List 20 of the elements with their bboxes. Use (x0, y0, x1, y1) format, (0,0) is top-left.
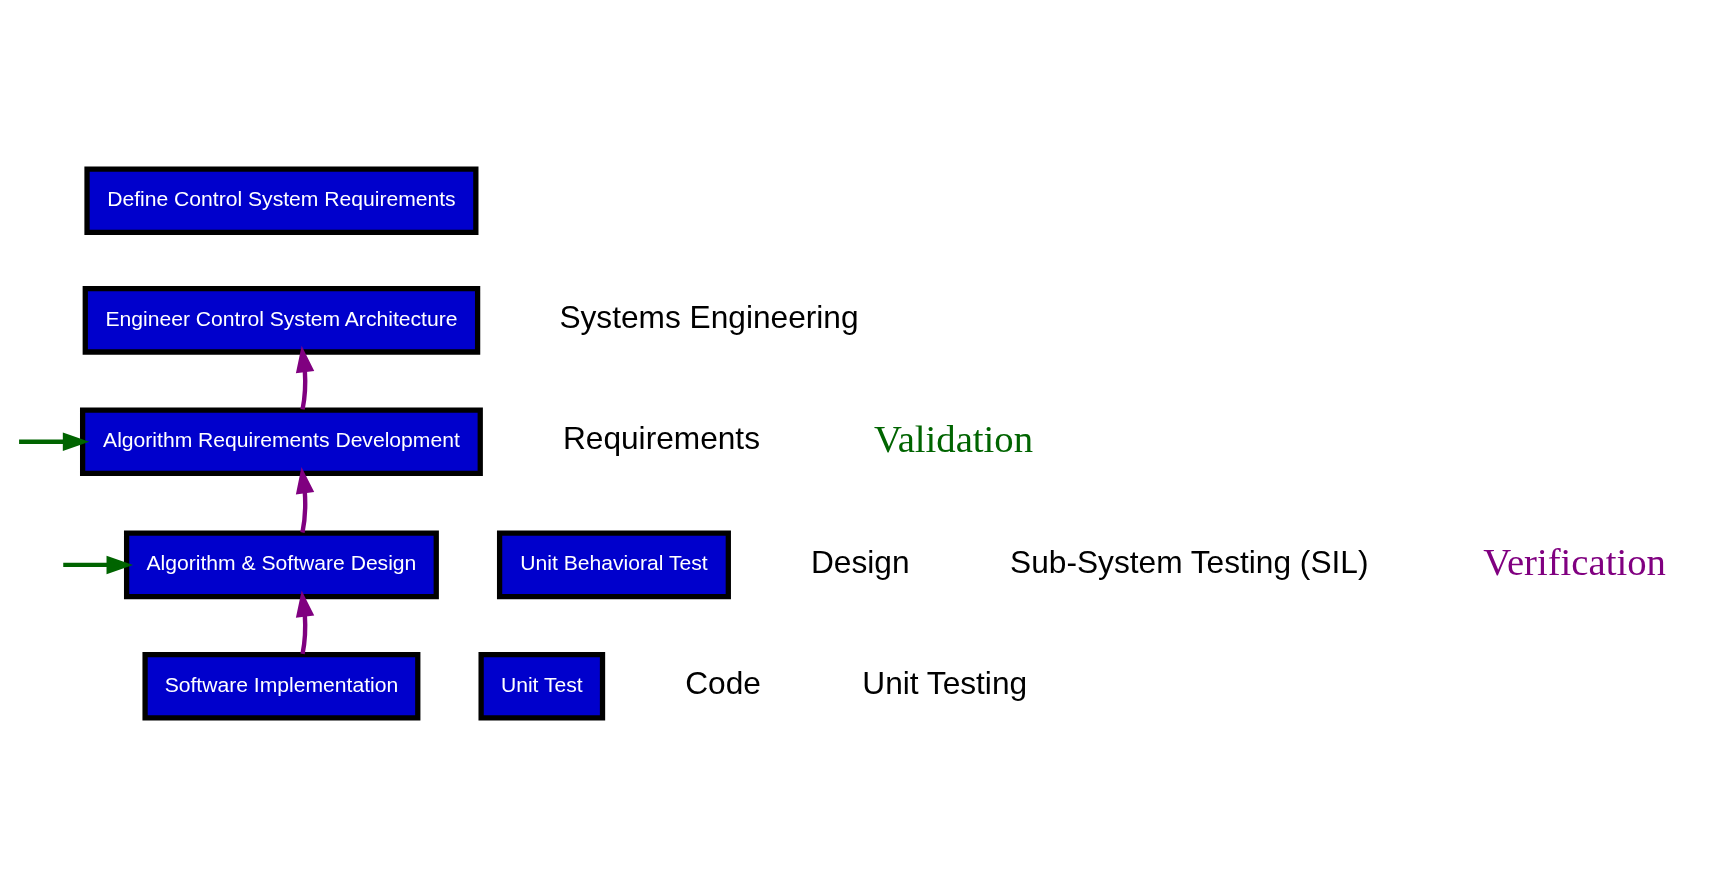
node-box: Engineer Control System Architecture (82, 286, 481, 355)
label: Design (811, 543, 910, 580)
label: Code (685, 665, 761, 702)
node-box: Unit Test (478, 652, 606, 721)
arrow (295, 590, 315, 655)
node-box: Software Implementation (142, 652, 421, 721)
node-box: Unit Behavioral Test (496, 530, 731, 600)
label: Systems Engineering (559, 299, 859, 336)
label: Unit Testing (862, 665, 1028, 702)
arrow (63, 555, 133, 575)
label: Verification (1483, 540, 1666, 583)
arrow (295, 345, 315, 410)
label: Validation (874, 417, 1034, 460)
node-box: Algorithm & Software Design (123, 530, 439, 600)
arrow (19, 432, 90, 451)
arrow (295, 467, 315, 533)
label: Sub-System Testing (SIL) (1010, 543, 1369, 580)
label: Requirements (562, 420, 760, 457)
node-box: Define Control System Requirements (84, 166, 479, 235)
node-box: Algorithm Requirements Development (80, 407, 483, 477)
